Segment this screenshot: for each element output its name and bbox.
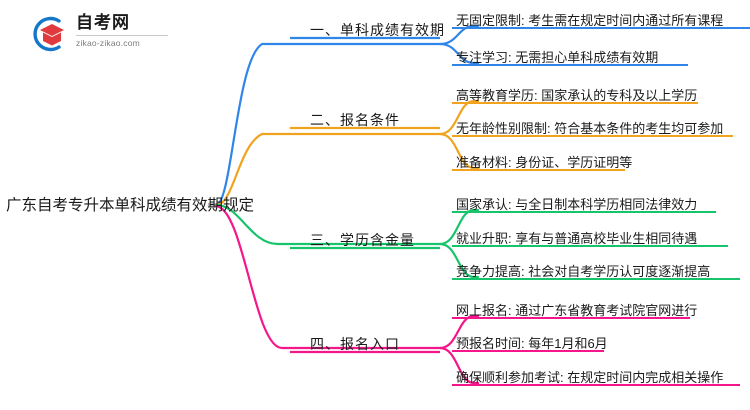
logo-name: 自考网 — [76, 13, 130, 32]
logo-mark-icon — [33, 16, 64, 52]
branch-1-label[interactable]: 一、单科成绩有效期 — [310, 22, 445, 38]
leaf-label-4-3[interactable]: 确保顺利参加考试: 在规定时间内完成相关操作 — [456, 370, 724, 385]
leaf-label-4-2[interactable]: 预报名时间: 每年1月和6月 — [456, 336, 608, 351]
leaf-label-3-2[interactable]: 就业升职: 享有与普通高校毕业生相同待遇 — [456, 231, 698, 246]
branch-4-label[interactable]: 四、报名入口 — [310, 336, 400, 352]
logo-divider — [76, 35, 168, 36]
leaf-label-4-1[interactable]: 网上报名: 通过广东省教育考试院官网进行 — [456, 303, 698, 318]
branch-3-label[interactable]: 三、学历含金量 — [310, 232, 415, 248]
branch-2-label[interactable]: 二、报名条件 — [310, 112, 400, 128]
logo-domain: zikao-zikao.com — [76, 38, 140, 48]
root-topic-label[interactable]: 广东自考专升本单科成绩有效期规定 — [6, 197, 255, 214]
leaf-label-2-1[interactable]: 高等教育学历: 国家承认的专科及以上学历 — [456, 88, 698, 103]
site-logo: 自考网 zikao-zikao.com — [28, 12, 168, 56]
leaf-label-3-1[interactable]: 国家承认: 与全日制本科学历相同法律效力 — [456, 197, 698, 212]
leaf-label-1-1[interactable]: 无固定限制: 考生需在规定时间内通过所有课程 — [456, 13, 724, 28]
leaf-label-1-2[interactable]: 专注学习: 无需担心单科成绩有效期 — [456, 50, 659, 65]
leaf-label-3-3[interactable]: 竞争力提高: 社会对自考学历认可度逐渐提高 — [456, 264, 711, 279]
branch-4-spine — [214, 204, 442, 350]
logo-text-block: 自考网 zikao-zikao.com — [76, 12, 168, 50]
leaf-label-2-2[interactable]: 无年龄性别限制: 符合基本条件的考生均可参加 — [456, 121, 724, 136]
leaf-label-2-3[interactable]: 准备材料: 身份证、学历证明等 — [456, 155, 633, 170]
